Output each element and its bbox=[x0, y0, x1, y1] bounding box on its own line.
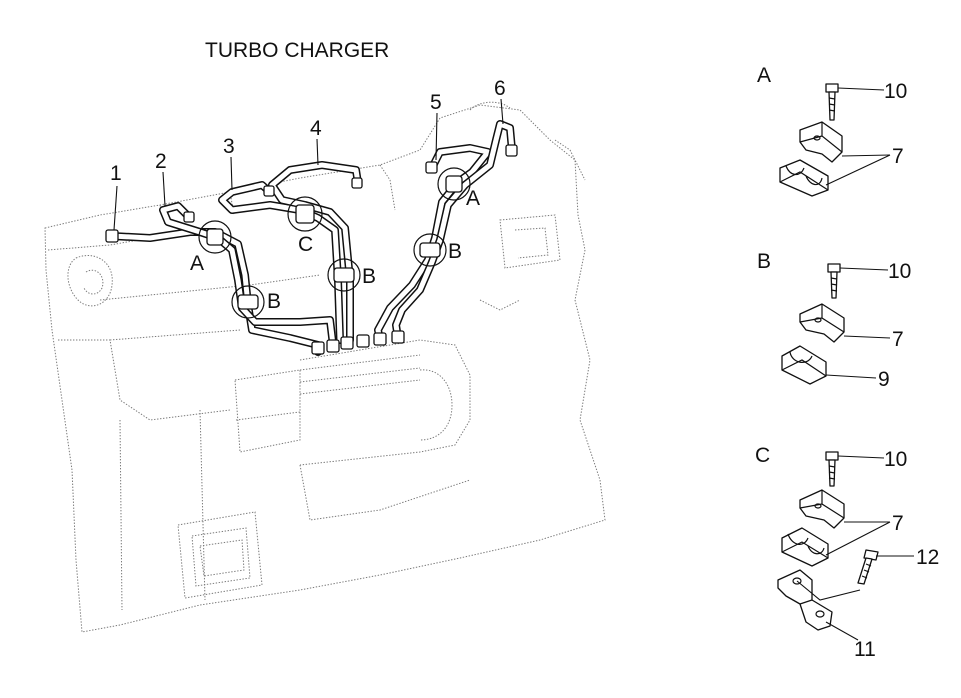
detail-b: B 10 7 9 bbox=[757, 250, 911, 391]
clamp-markers bbox=[198, 167, 471, 319]
part-number-2: 2 bbox=[155, 150, 167, 173]
clamp-b-right-marker bbox=[413, 233, 447, 267]
clamp-b-mid-marker bbox=[327, 258, 361, 292]
detail-a: A 10 7 bbox=[757, 64, 907, 197]
clamp-label-b-mid: B bbox=[362, 265, 376, 288]
clamp-a-right-marker bbox=[437, 167, 471, 201]
detail-a-number-10: 10 bbox=[884, 80, 907, 103]
clamp-label-b-left: B bbox=[267, 290, 281, 313]
clamp-a-left-marker bbox=[198, 220, 232, 254]
detail-b-number-10: 10 bbox=[888, 260, 911, 283]
part-number-3: 3 bbox=[223, 135, 235, 158]
diagram-title: TURBO CHARGER bbox=[205, 39, 389, 62]
detail-b-number-9: 9 bbox=[878, 368, 890, 391]
clamp-label-b-right: B bbox=[448, 240, 462, 263]
clamp-b-left-marker bbox=[231, 285, 265, 319]
detail-b-number-7: 7 bbox=[892, 328, 904, 351]
clamp-label-a-left: A bbox=[190, 252, 204, 275]
part-number-1: 1 bbox=[110, 162, 122, 185]
engine-block-outline bbox=[44, 101, 606, 633]
clamp-label-c: C bbox=[298, 233, 313, 256]
injection-pipes bbox=[105, 120, 518, 356]
leader-lines bbox=[113, 98, 504, 231]
detail-b-label: B bbox=[757, 250, 771, 273]
detail-c: C 10 7 12 11 bbox=[755, 444, 939, 661]
clamp-label-a-right: A bbox=[466, 187, 480, 210]
clamp-c-marker bbox=[287, 196, 323, 232]
part-number-4: 4 bbox=[310, 117, 322, 140]
part-number-6: 6 bbox=[494, 77, 506, 100]
detail-c-number-11: 11 bbox=[854, 638, 876, 661]
detail-c-number-12: 12 bbox=[916, 546, 939, 569]
detail-a-label: A bbox=[757, 64, 771, 87]
pipe-1 bbox=[108, 228, 322, 356]
detail-c-number-10: 10 bbox=[884, 448, 907, 471]
detail-c-label: C bbox=[755, 444, 770, 467]
detail-c-number-7: 7 bbox=[892, 512, 904, 535]
part-number-5: 5 bbox=[430, 91, 442, 114]
detail-a-number-7: 7 bbox=[892, 145, 904, 168]
